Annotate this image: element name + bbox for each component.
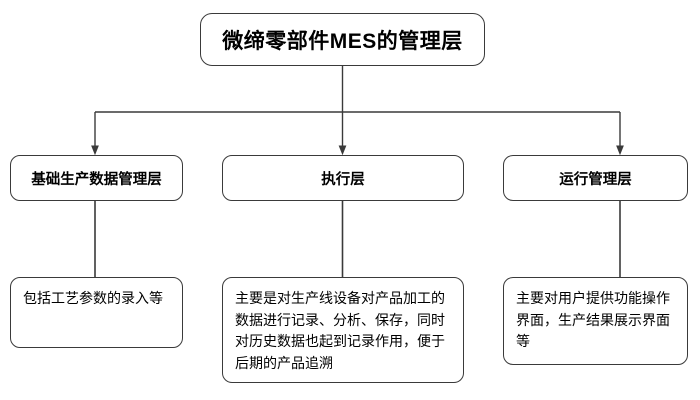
node-description-base-production-data[interactable]: 包括工艺参数的录入等 bbox=[10, 277, 183, 348]
node-layer-base-production-data[interactable]: 基础生产数据管理层 bbox=[10, 155, 183, 201]
node-layer-label: 运行管理层 bbox=[559, 171, 632, 188]
node-description-operation-management[interactable]: 主要对用户提供功能操作界面，生产结果展示界面等 bbox=[503, 277, 688, 365]
node-layer-operation-management[interactable]: 运行管理层 bbox=[503, 155, 688, 201]
node-description-execution[interactable]: 主要是对生产线设备对产品加工的数据进行记录、分析、保存，同时对历史数据也起到记录… bbox=[222, 277, 464, 383]
node-description-label: 包括工艺参数的录入等 bbox=[23, 290, 163, 306]
node-description-label: 主要是对生产线设备对产品加工的数据进行记录、分析、保存，同时对历史数据也起到记录… bbox=[235, 290, 445, 372]
node-layer-label: 基础生产数据管理层 bbox=[31, 171, 162, 188]
node-title[interactable]: 微缔零部件MES的管理层 bbox=[200, 13, 485, 66]
node-layer-label: 执行层 bbox=[321, 171, 365, 188]
node-title-label: 微缔零部件MES的管理层 bbox=[222, 29, 463, 53]
node-description-label: 主要对用户提供功能操作界面，生产结果展示界面等 bbox=[516, 290, 670, 350]
node-layer-execution[interactable]: 执行层 bbox=[222, 155, 464, 201]
